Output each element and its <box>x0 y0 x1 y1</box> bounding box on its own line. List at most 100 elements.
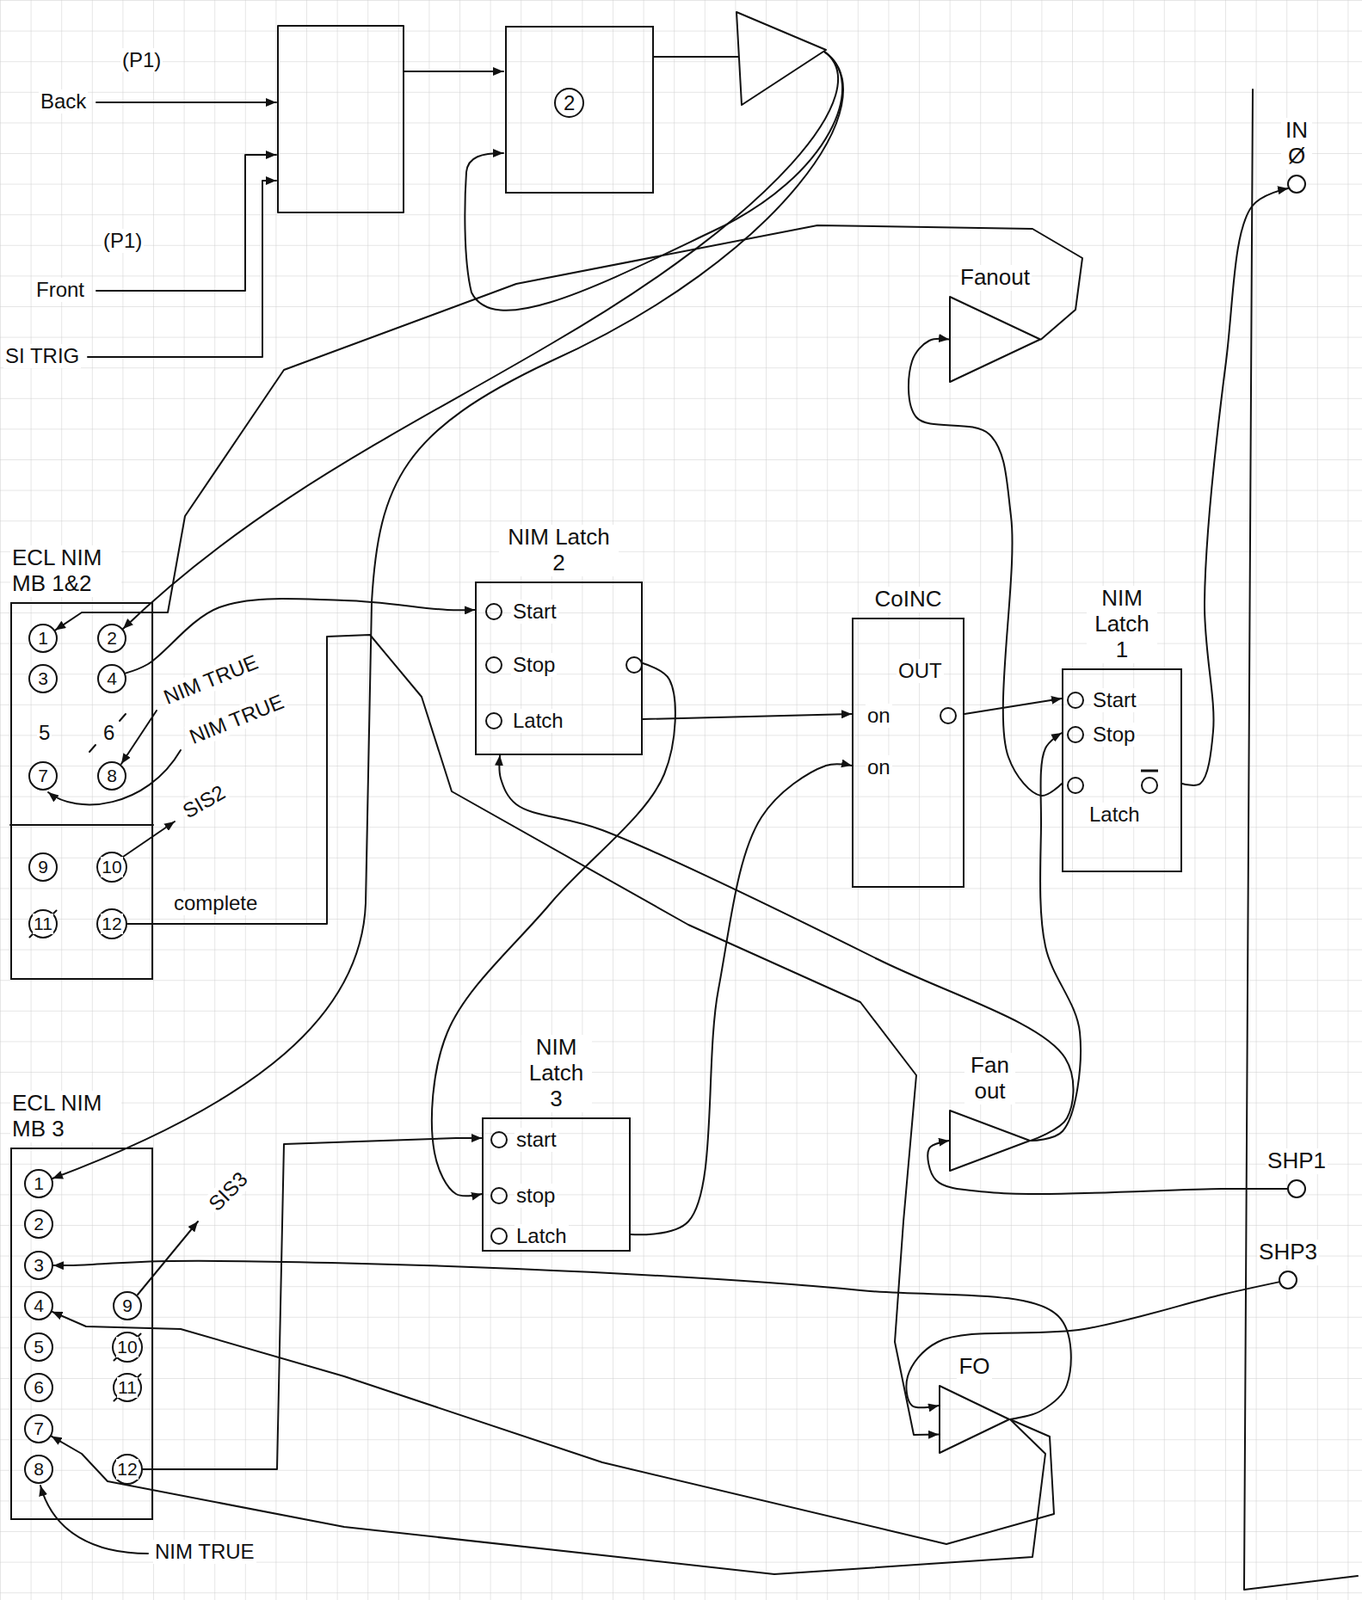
pin-number: 3 <box>32 1255 45 1276</box>
wire-connector <box>964 698 1062 715</box>
signal-label: NIM TRUE <box>184 689 289 750</box>
pin-number: 6 <box>32 1377 45 1399</box>
port-label: Latch <box>1087 802 1142 827</box>
leader-line <box>48 750 181 805</box>
port-label: on <box>865 755 893 780</box>
pin-circle: 3 <box>28 664 58 694</box>
panel-outline <box>1244 89 1358 1591</box>
wire-connector <box>53 1261 1072 1420</box>
pin-number: 4 <box>32 1295 45 1317</box>
port-circle <box>491 1188 507 1204</box>
pin-circle: 1 <box>28 623 58 654</box>
output-port: SHP1 <box>1287 1179 1307 1199</box>
input-port: IN Ø <box>1287 174 1307 194</box>
nim-latch: NIM Latch 1StartStopLatch <box>1061 668 1183 873</box>
signal-label: SIS3 <box>202 1165 253 1217</box>
port-label: Latch <box>514 1224 569 1249</box>
wire <box>653 55 739 58</box>
module-title: Fanout <box>958 265 1032 291</box>
pin-number: 1 <box>32 1173 45 1195</box>
port-circle <box>486 657 502 673</box>
port-label: on <box>865 703 893 728</box>
pin-number: 11 <box>32 913 54 935</box>
port-label: Start <box>1090 688 1139 713</box>
pin-circle: 9 <box>112 1291 142 1321</box>
port-circle <box>1141 777 1158 794</box>
pin-circle: 8 <box>24 1454 54 1485</box>
signal-label: NIM TRUE <box>158 649 263 710</box>
pin-number: 5 <box>36 721 52 746</box>
module-title: SHP1 <box>1265 1148 1328 1175</box>
wire-connector <box>55 225 1083 631</box>
wire <box>123 51 839 629</box>
connector-label: (P1) <box>101 228 144 253</box>
pin-number: 9 <box>36 856 50 878</box>
wire-connector <box>142 1138 482 1470</box>
port-circle <box>486 603 502 620</box>
triangle-outline <box>938 1385 1011 1455</box>
signal-label: NIM TRUE <box>153 1540 257 1565</box>
wire-connector <box>1182 188 1289 786</box>
wire-connector <box>630 764 852 1235</box>
pin-circle: 4 <box>24 1291 54 1321</box>
module-title: SHP3 <box>1257 1239 1319 1266</box>
wire-connector <box>642 714 852 720</box>
coincidence-unit: CoINCOUTonon <box>851 617 965 888</box>
signal-label: Front <box>34 277 87 302</box>
port-circle <box>1067 777 1084 794</box>
fanout-amplifier: FO <box>938 1385 1011 1455</box>
pin-circle: 12 <box>96 908 128 940</box>
module-title: ECL NIM MB 3 <box>10 1090 122 1143</box>
pin-number: 1 <box>36 628 50 649</box>
triangle-outline <box>949 295 1042 383</box>
pin-number: 8 <box>105 765 118 787</box>
pin-circle: 4 <box>97 664 127 694</box>
port-label: Stop <box>511 653 557 678</box>
pin-circle: 9 <box>28 852 58 882</box>
port-circle <box>486 713 502 729</box>
wire-connector <box>52 1312 1054 1545</box>
pin-circle: 3 <box>24 1251 54 1281</box>
pin-circle: 1 <box>24 1169 54 1199</box>
pin-number: 8 <box>32 1459 45 1480</box>
fanout-amplifier: Fanout <box>949 295 1042 383</box>
wire <box>403 70 504 73</box>
wire-connector <box>125 598 475 674</box>
module-title: IN Ø <box>1281 117 1313 170</box>
pin-number: 2 <box>32 1214 45 1235</box>
module-box: 2 <box>505 25 654 194</box>
output-port: SHP3 <box>1278 1270 1298 1290</box>
pin-circle: 7 <box>24 1414 54 1444</box>
module-title: Fan out <box>964 1053 1016 1105</box>
port-label: 2 <box>554 87 585 118</box>
triangle-outline <box>949 296 1041 383</box>
pin-circle: 11 <box>112 1373 142 1403</box>
port-label: stop <box>514 1183 557 1208</box>
wire-connector <box>499 755 1073 1141</box>
module-title: NIM Latch 2 <box>499 524 619 577</box>
triangle-outline <box>949 1110 1030 1171</box>
pin-number: 4 <box>105 668 118 690</box>
leader-line <box>121 710 157 765</box>
pin-circle: 12 <box>111 1454 143 1486</box>
leader-line <box>137 1221 198 1295</box>
ecl-nim-board: 1234789101112ECL NIM MB 1&2 <box>10 602 154 980</box>
port-circle <box>626 657 642 673</box>
module-title: FO <box>956 1354 992 1381</box>
port-circle <box>491 1228 507 1245</box>
fanout-amplifier: Fan out <box>949 1109 1031 1172</box>
ecl-nim-board: 123456789101112ECL NIM MB 3 <box>10 1147 154 1521</box>
pin-number: 6 <box>101 721 117 746</box>
pin-circle: 7 <box>28 761 58 791</box>
module-box <box>277 25 404 213</box>
nim-latch: NIM Latch 2StartStopLatch <box>474 581 643 756</box>
module-title: ECL NIM MB 1&2 <box>10 545 122 598</box>
pin-circle: 11 <box>28 909 58 939</box>
port-label: Latch <box>511 708 566 734</box>
board-divider <box>10 824 154 826</box>
port-circle <box>940 708 956 724</box>
inverted-bar <box>1140 770 1159 773</box>
pin-number: 10 <box>100 856 123 878</box>
